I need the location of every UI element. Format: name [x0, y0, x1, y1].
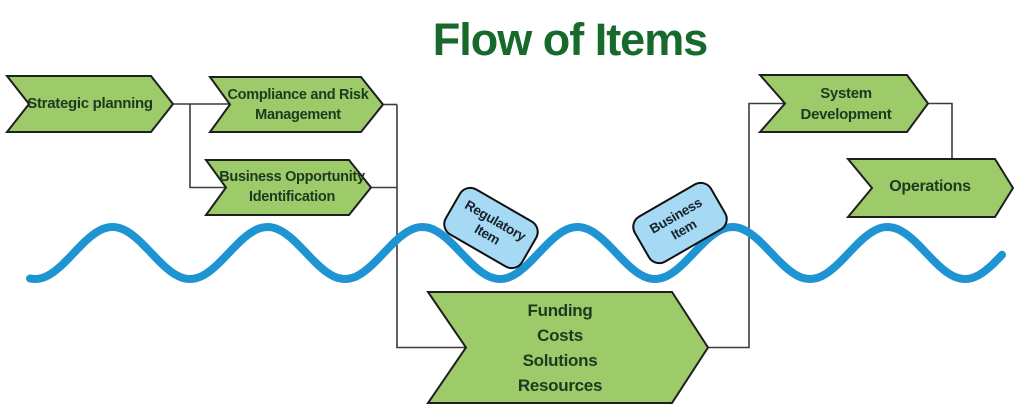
- funding-line: Costs: [537, 325, 583, 345]
- connector-strategic-busopp: [189, 104, 226, 189]
- funding-shape: [426, 291, 710, 404]
- operations-shape: [845, 158, 1015, 218]
- compliance-risk-line1: Compliance and Risk: [227, 86, 369, 103]
- system-development-line1: System: [820, 84, 872, 102]
- system-development-label: System Development: [776, 76, 916, 131]
- connector-lines: [173, 102, 953, 349]
- operations-text: Operations: [889, 178, 971, 196]
- operations-label: Operations: [866, 161, 994, 214]
- business-opportunity-line1: Business Opportunity: [219, 169, 365, 185]
- funding-line: Resources: [517, 375, 603, 395]
- funding-label: Funding Costs Solutions Resources: [460, 297, 660, 398]
- business-opportunity-shape: [204, 159, 373, 216]
- funding-line: Funding: [527, 300, 593, 320]
- business-opportunity-line2: Identification: [248, 189, 336, 205]
- system-development-shape: [757, 74, 930, 133]
- strategic-planning-text: Strategic planning: [27, 95, 153, 113]
- system-development-line2: Development: [800, 105, 892, 123]
- wave-path: [26, 222, 1006, 284]
- connector-funding-to-sysdev: [708, 102, 784, 349]
- connector-left-vertical-to-funding: [396, 104, 465, 349]
- page-title: Flow of Items: [432, 14, 709, 65]
- connector-sysdev-to-operations: [928, 102, 953, 160]
- compliance-risk-shape: [208, 76, 385, 133]
- funding-line: Solutions: [522, 350, 598, 370]
- strategic-planning-label: Strategic planning: [26, 77, 154, 131]
- business-opportunity-label: Business Opportunity Identification: [218, 161, 366, 213]
- strategic-planning-shape: [4, 75, 175, 133]
- compliance-risk-label: Compliance and Risk Management: [222, 78, 374, 131]
- compliance-risk-line2: Management: [255, 106, 341, 123]
